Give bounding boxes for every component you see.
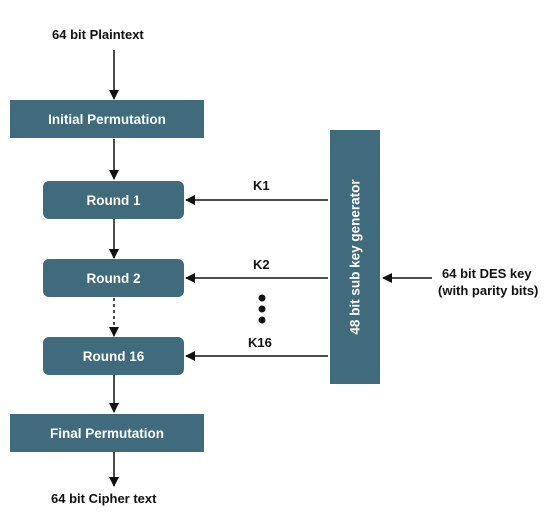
ciphertext-label: 64 bit Cipher text — [51, 491, 157, 506]
initial-permutation-box: Initial Permutation — [10, 100, 204, 138]
ellipsis-dot — [258, 316, 266, 324]
ellipsis-dot — [258, 294, 266, 302]
des-key-label-line1: 64 bit DES key — [442, 266, 532, 281]
round-1-box: Round 1 — [43, 181, 184, 219]
des-key-label-line2: (with parity bits) — [438, 283, 539, 298]
subkey-generator-label: 48 bit sub key generator — [347, 179, 363, 335]
round-2-box: Round 2 — [43, 259, 184, 297]
plaintext-label: 64 bit Plaintext — [52, 27, 144, 42]
k2-label: K2 — [253, 257, 270, 272]
subkey-generator-box: 48 bit sub key generator — [330, 130, 380, 384]
k1-label: K1 — [253, 178, 270, 193]
k16-label: K16 — [248, 335, 272, 350]
ellipsis-dot — [258, 305, 266, 313]
round-16-box: Round 16 — [43, 337, 184, 375]
final-permutation-box: Final Permutation — [10, 414, 204, 452]
